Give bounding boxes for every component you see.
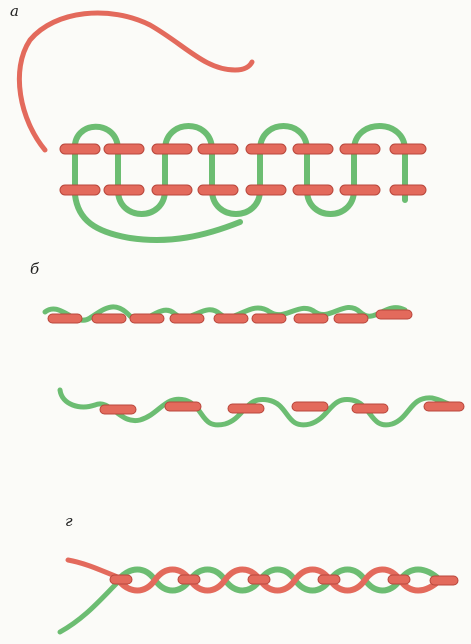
panel-a-red-thread — [19, 13, 252, 150]
panel-g-stitch — [60, 560, 458, 632]
panel-a-green-thread — [75, 126, 405, 214]
panel-b-stitch-1 — [45, 307, 412, 323]
panel-a-bottom-bars — [60, 185, 426, 195]
panel-g-green-tail — [60, 582, 118, 632]
panel-g-bars — [110, 575, 458, 585]
panel-a-stitch — [19, 13, 426, 240]
panel-a-top-bars — [60, 144, 426, 154]
panel-b-stitch-2 — [60, 390, 464, 425]
